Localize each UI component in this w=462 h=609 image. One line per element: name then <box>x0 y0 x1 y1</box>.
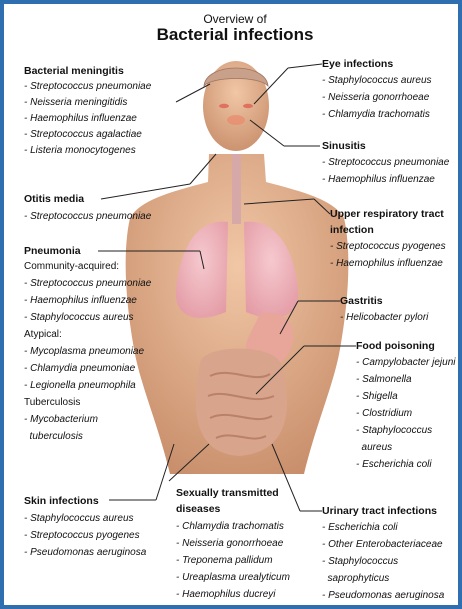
meningitis-item: - Neisseria meningitidis <box>24 96 127 110</box>
std-item: - Ureaplasma urealyticum <box>176 571 290 585</box>
diagram-title: Bacterial infections <box>4 25 462 45</box>
std-item: - Treponema pallidum <box>176 554 273 568</box>
meningitis-item: - Streptococcus agalactiae <box>24 128 142 142</box>
uti-item: - Other Enterobacteriaceae <box>322 538 443 552</box>
food-item: - Campylobacter jejuni <box>356 356 456 370</box>
food-item: - Salmonella <box>356 373 412 387</box>
pneumonia-line: - Legionella pneumophila <box>24 379 136 393</box>
pneumonia-line: - Haemophilus influenzae <box>24 294 137 308</box>
skin-heading: Skin infections <box>24 494 99 508</box>
std-heading: Sexually transmitted <box>176 486 279 500</box>
meningitis-heading: Bacterial meningitis <box>24 64 124 78</box>
std-item: - Chlamydia trachomatis <box>176 520 284 534</box>
urti-item: - Haemophilus influenzae <box>330 257 443 271</box>
eye-item: - Neisseria gonorrhoeae <box>322 91 429 105</box>
food-heading: Food poisoning <box>356 339 435 353</box>
pneumonia-line: Atypical: <box>24 328 62 342</box>
skin-item: - Pseudomonas aeruginosa <box>24 546 146 560</box>
left-eye <box>219 104 229 108</box>
urti-heading: Upper respiratory tract <box>330 207 444 221</box>
pneumonia-heading: Pneumonia <box>24 244 81 258</box>
pneumonia-line: - Streptococcus pneumoniae <box>24 277 151 291</box>
pneumonia-line: tuberculosis <box>24 430 83 444</box>
sinusitis-heading: Sinusitis <box>322 139 366 153</box>
sinus <box>227 115 245 125</box>
meningitis-item: - Haemophilus influenzae <box>24 112 137 126</box>
right-eye <box>243 104 253 108</box>
meningitis-item: - Listeria monocytogenes <box>24 144 136 158</box>
std-item: - Haemophilus ducreyi <box>176 588 276 602</box>
meningitis-item: - Streptococcus pneumoniae <box>24 80 151 94</box>
skin-item: - Streptococcus pyogenes <box>24 529 140 543</box>
intestines <box>196 349 287 457</box>
sinusitis-item: - Streptococcus pneumoniae <box>322 156 449 170</box>
eye-item: - Chlamydia trachomatis <box>322 108 430 122</box>
food-item: - Clostridium <box>356 407 412 421</box>
food-item: - Staphylococcus <box>356 424 432 438</box>
urti-item: - Streptococcus pyogenes <box>330 240 446 254</box>
pneumonia-line: - Chlamydia pneumoniae <box>24 362 135 376</box>
pneumonia-line: - Staphylococcus aureus <box>24 311 134 325</box>
otitis-item: - Streptococcus pneumoniae <box>24 210 151 224</box>
std-item: - Neisseria gonorrhoeae <box>176 537 283 551</box>
gastritis-item: - Helicobacter pylori <box>340 311 428 325</box>
otitis-heading: Otitis media <box>24 192 84 206</box>
uti-item: - Escherichia coli <box>322 521 398 535</box>
skin-item: - Staphylococcus aureus <box>24 512 134 526</box>
eye-item: - Staphylococcus aureus <box>322 74 432 88</box>
uti-item: - Pseudomonas aeruginosa <box>322 589 444 603</box>
gastritis-heading: Gastritis <box>340 294 383 308</box>
food-item: - Shigella <box>356 390 398 404</box>
uti-item: - Staphylococcus <box>322 555 398 569</box>
sinusitis-item: - Haemophilus influenzae <box>322 173 435 187</box>
urti-heading: infection <box>330 223 374 237</box>
uti-heading: Urinary tract infections <box>322 504 437 518</box>
pneumonia-line: Tuberculosis <box>24 396 80 410</box>
pneumonia-line: - Mycobacterium <box>24 413 98 427</box>
uti-item: saprophyticus <box>322 572 389 586</box>
food-item: aureus <box>356 441 392 455</box>
food-item: - Escherichia coli <box>356 458 432 472</box>
pneumonia-line: - Mycoplasma pneumoniae <box>24 345 144 359</box>
pneumonia-line: Community-acquired: <box>24 260 119 274</box>
eye-heading: Eye infections <box>322 57 393 71</box>
std-heading: diseases <box>176 502 220 516</box>
diagram-subtitle: Overview of <box>4 12 462 26</box>
trachea <box>232 154 241 224</box>
